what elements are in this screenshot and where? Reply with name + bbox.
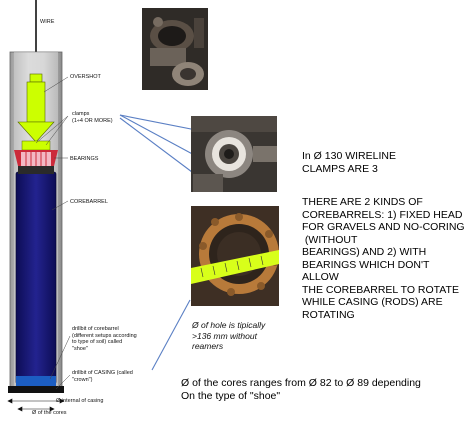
crown-label: drillbit of CASING (called "crown") xyxy=(72,370,133,383)
clamp-photo-leaders xyxy=(119,114,200,179)
hole-caption: Ø of hole is tipically >136 mm without r… xyxy=(192,320,266,351)
bit-photo-art xyxy=(191,206,279,306)
hole-leader xyxy=(151,299,191,371)
shoe-drillbit xyxy=(16,376,56,386)
clamps-note: In Ø 130 WIRELINE CLAMPS ARE 3 xyxy=(302,150,396,175)
cores-note: Ø of the cores ranges from Ø 82 to Ø 89 … xyxy=(181,377,421,402)
cores-diameter-label: Ø of the cores xyxy=(32,410,67,416)
corebarrel-label: COREBARREL xyxy=(70,199,108,205)
internal-casing-label: Ø internal of casing xyxy=(56,398,104,404)
diagram-leaders xyxy=(35,76,71,390)
overshot xyxy=(17,73,55,143)
clamps xyxy=(21,140,51,151)
bearings-label: BEARINGS xyxy=(70,156,99,162)
overshot-photo xyxy=(142,8,208,90)
clamps-label: clamps (1÷4 OR MORE) xyxy=(72,111,113,124)
corebarrel-head xyxy=(18,166,54,174)
corebarrel-note: THERE ARE 2 KINDS OF COREBARRELS: 1) FIX… xyxy=(302,196,465,321)
corebarrel xyxy=(15,171,57,385)
clamps-photo xyxy=(191,116,277,192)
wire-label: WIRE xyxy=(40,19,55,25)
bearings xyxy=(14,150,58,166)
crown-drillbit xyxy=(8,386,64,393)
overshot-photo-art xyxy=(142,8,208,90)
overshot-label: OVERSHOT xyxy=(70,74,101,80)
drilling-diagram xyxy=(7,0,200,412)
clamps-photo-art xyxy=(191,116,277,192)
dimension-arrows xyxy=(7,398,65,412)
bit-photo xyxy=(191,206,279,306)
shoe-label: drillbit of corebarrel (different setups… xyxy=(72,326,137,352)
